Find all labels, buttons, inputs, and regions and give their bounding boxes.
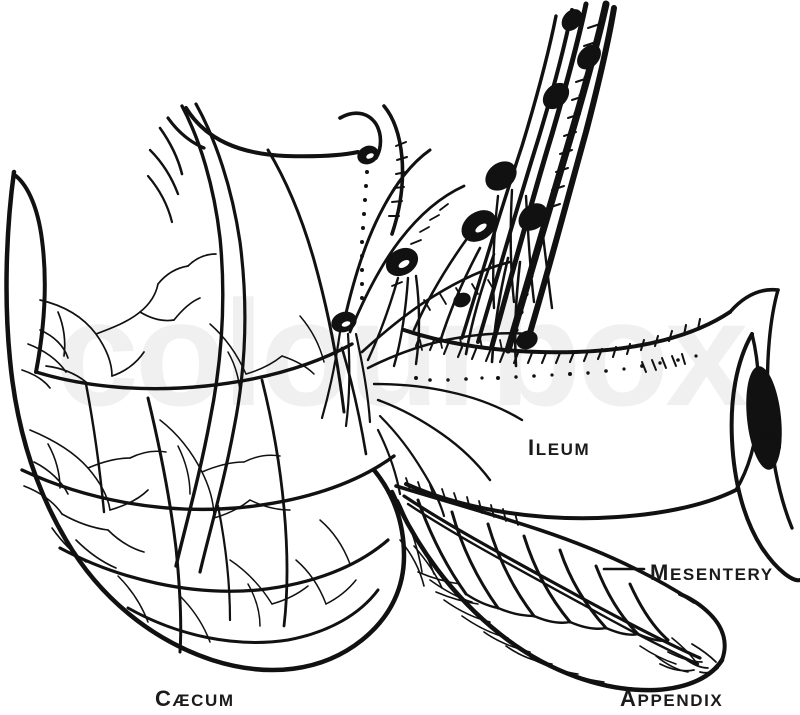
dotted-lymphatic bbox=[360, 170, 369, 300]
ileum-cut-end bbox=[729, 288, 800, 583]
label-ileum-rest: LEUM bbox=[536, 440, 591, 459]
label-mesentery-rest: ESENTERY bbox=[670, 565, 774, 584]
label-mesentery: MESENTERY bbox=[650, 560, 774, 585]
caecum-body bbox=[4, 169, 407, 673]
label-ileum-initial: I bbox=[528, 435, 536, 460]
svg-text:ILEUM: ILEUM bbox=[528, 435, 590, 460]
label-appendix-rest: PPENDIX bbox=[638, 691, 724, 710]
label-ileum: ILEUM bbox=[528, 435, 590, 460]
label-caecum-initial: C bbox=[155, 686, 173, 711]
label-caecum: CÆCUM bbox=[155, 686, 235, 711]
label-appendix: APPENDIX bbox=[620, 686, 723, 711]
label-mesentery-initial: M bbox=[650, 560, 670, 585]
mesoappendix bbox=[389, 477, 727, 693]
lymphatic-vessels bbox=[146, 102, 554, 574]
lymph-node-chain bbox=[331, 9, 601, 350]
label-appendix-initial: A bbox=[620, 686, 638, 711]
label-caecum-rest: ÆCUM bbox=[173, 691, 235, 710]
vessel-bundle bbox=[460, 0, 617, 354]
svg-text:APPENDIX: APPENDIX bbox=[620, 686, 723, 711]
svg-text:MESENTERY: MESENTERY bbox=[650, 560, 774, 585]
svg-text:CÆCUM: CÆCUM bbox=[155, 686, 235, 711]
